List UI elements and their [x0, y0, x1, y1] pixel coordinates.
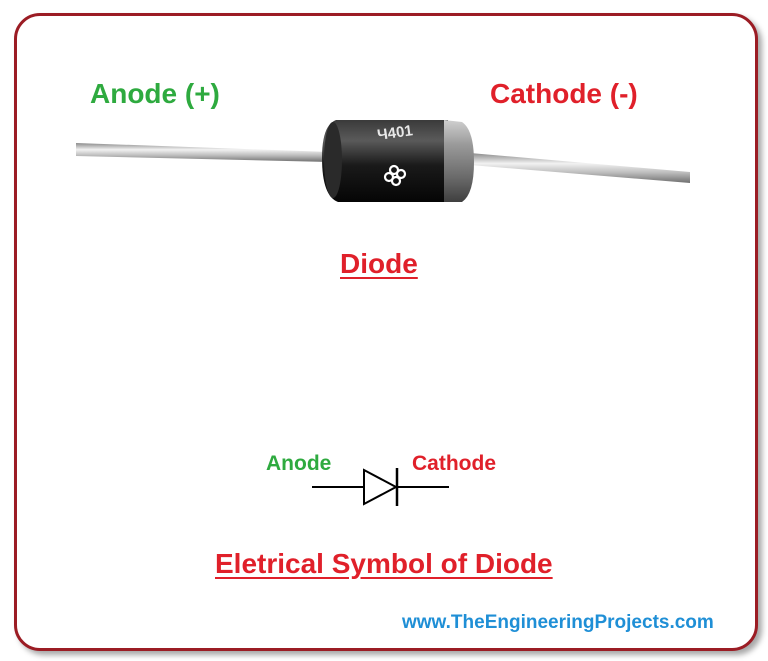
- symbol-title: Eletrical Symbol of Diode: [215, 548, 553, 579]
- manufacturer-logo: [383, 164, 407, 187]
- cathode-band: [444, 120, 474, 202]
- diagram-frame: [14, 13, 758, 651]
- diode-title: Diode: [340, 248, 418, 279]
- cathode-lead: [470, 153, 690, 183]
- cathode-polarity-label: Cathode (-): [490, 78, 638, 109]
- svg-text:Ч401: Ч401: [376, 122, 414, 144]
- symbol-triangle: [363, 468, 399, 506]
- symbol-cathode-label: Cathode: [412, 452, 496, 475]
- symbol-anode-label: Anode: [266, 452, 332, 475]
- anode-lead: [76, 143, 330, 162]
- website-link[interactable]: www.TheEngineeringProjects.com: [402, 612, 714, 633]
- diode-body: [322, 120, 448, 202]
- anode-polarity-label: Anode (+): [90, 78, 220, 109]
